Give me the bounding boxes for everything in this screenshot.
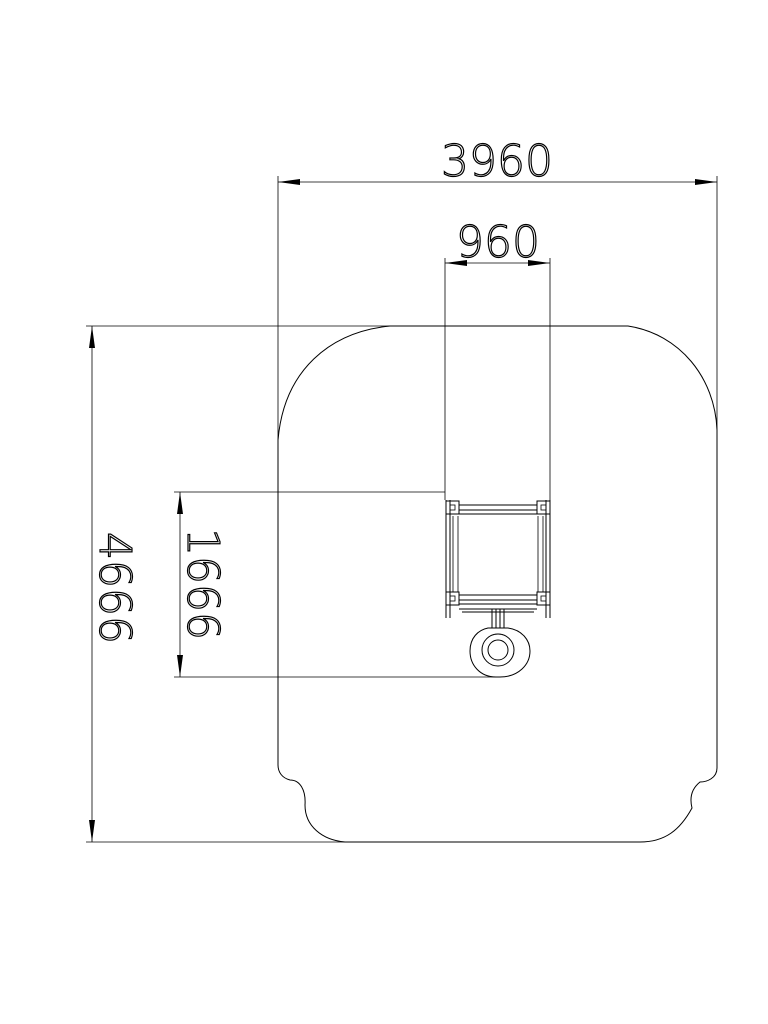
safety-zone-outline — [277, 325, 718, 843]
post-top-right — [536, 500, 551, 515]
pole-exit — [469, 609, 531, 678]
overall-width-dimension: 3960 — [277, 135, 718, 440]
play-module — [445, 500, 551, 618]
post-bottom-left — [445, 591, 460, 606]
post-top-left — [445, 500, 460, 515]
module-width-dimension: 960 — [444, 216, 551, 500]
overall-width-label: 3960 — [441, 136, 553, 187]
module-depth-label: 1666 — [177, 528, 228, 640]
overall-depth-label: 4666 — [89, 532, 140, 644]
module-depth-dimension: 1666 — [174, 491, 500, 678]
module-width-label: 960 — [456, 217, 540, 268]
post-bottom-right — [536, 591, 551, 606]
overall-depth-dimension: 4666 — [86, 325, 400, 843]
